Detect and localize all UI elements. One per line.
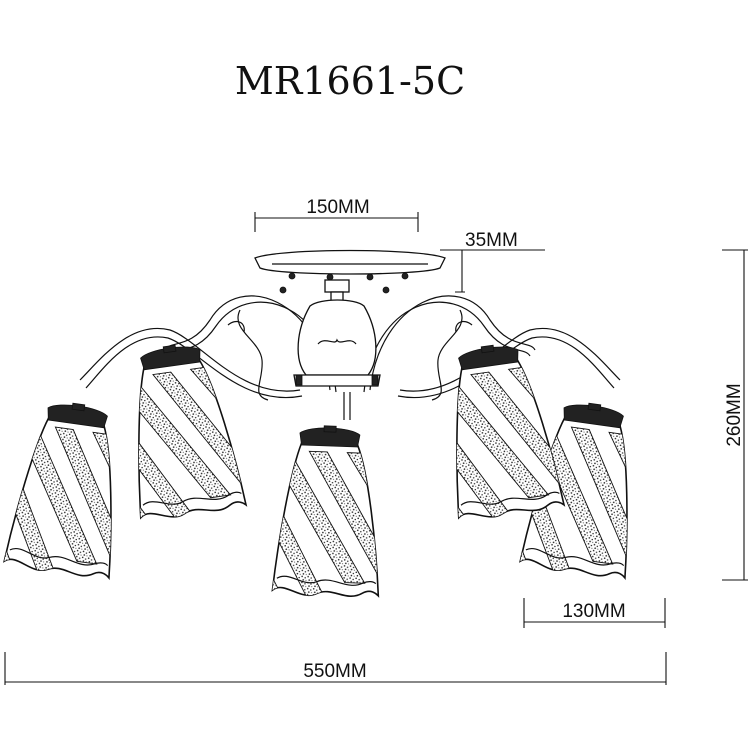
dim-total-width-label: 550MM	[303, 661, 366, 682]
dim-total-height: 260MM	[722, 249, 748, 581]
dim-canopy-width: 150MM	[254, 197, 419, 232]
model-title: MR1661-5C	[235, 59, 465, 103]
shade-left	[90, 335, 273, 532]
canopy	[254, 249, 446, 387]
dim-shade-width-label: 130MM	[562, 601, 625, 622]
dim-total-height-label: 260MM	[724, 383, 745, 446]
shade-center	[244, 423, 410, 604]
dim-total-width: 550MM	[4, 652, 667, 685]
dim-canopy-height: 35MM	[440, 230, 545, 293]
shade-far-left	[0, 393, 158, 590]
dim-shade-width: 130MM	[523, 598, 666, 628]
dim-canopy-width-label: 150MM	[306, 197, 369, 218]
dim-canopy-height-label: 35MM	[465, 230, 518, 251]
arms	[79, 295, 621, 420]
